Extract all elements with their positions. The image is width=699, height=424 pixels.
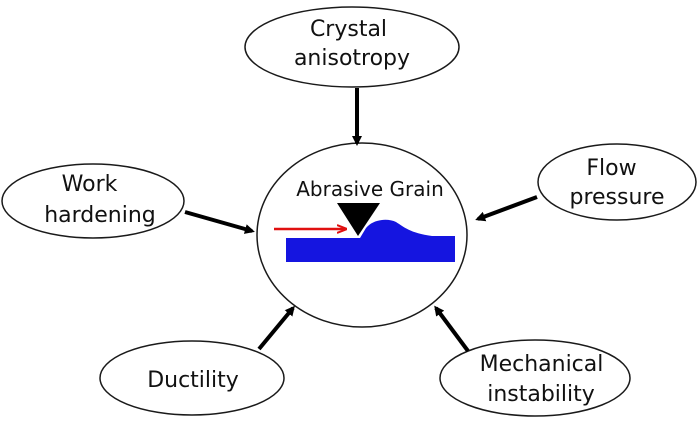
ductility-label: Ductility bbox=[147, 368, 239, 393]
factor-flow-pressure: Flow pressure bbox=[537, 143, 697, 221]
arrow-flow-pressure bbox=[475, 195, 538, 222]
mechanical-instability-label: Mechanical instability bbox=[480, 352, 611, 407]
crystal-anisotropy-label: Crystal anisotropy bbox=[294, 17, 410, 71]
ductility-ellipse bbox=[99, 340, 285, 416]
flow-pressure-label: Flow pressure bbox=[569, 156, 664, 210]
flow-pressure-ellipse bbox=[537, 143, 697, 221]
workpiece bbox=[286, 219, 455, 262]
mechanical-instability-ellipse bbox=[439, 339, 631, 417]
factor-ductility: Ductility bbox=[99, 340, 285, 416]
arrow-mechanical-instability bbox=[434, 305, 470, 353]
center-title: Abrasive Grain bbox=[296, 177, 444, 201]
work-hardening-ellipse bbox=[1, 163, 185, 239]
arrow-ductility bbox=[257, 305, 295, 351]
arrow-work-hardening bbox=[184, 210, 255, 234]
crystal-anisotropy-ellipse bbox=[244, 6, 460, 88]
abrasive-grain bbox=[337, 203, 380, 236]
factor-mechanical-instability: Mechanical instability bbox=[439, 339, 631, 417]
factor-work-hardening: Work hardening bbox=[1, 163, 185, 239]
factor-crystal-anisotropy: Crystal anisotropy bbox=[244, 6, 460, 88]
work-hardening-label: Work hardening bbox=[44, 172, 156, 228]
